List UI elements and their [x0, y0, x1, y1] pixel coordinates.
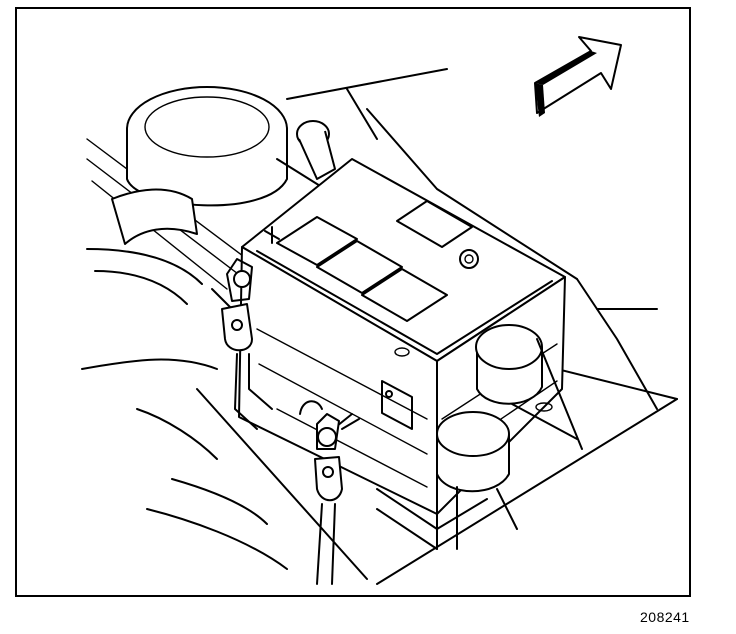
- engine-bay-background: [81, 68, 678, 585]
- air-cleaner: [126, 86, 288, 207]
- negative-cable: [299, 390, 393, 585]
- positive-cable: [221, 258, 273, 430]
- battery-tray: [376, 488, 488, 550]
- battery-illustration: [81, 36, 678, 585]
- forward-arrow-icon: [534, 36, 622, 117]
- figure-number: 208241: [640, 609, 690, 625]
- illustration-frame: [15, 7, 691, 597]
- intake-hose: [86, 188, 233, 310]
- hose-fitting: [276, 120, 358, 210]
- coolant-caps: [436, 324, 583, 550]
